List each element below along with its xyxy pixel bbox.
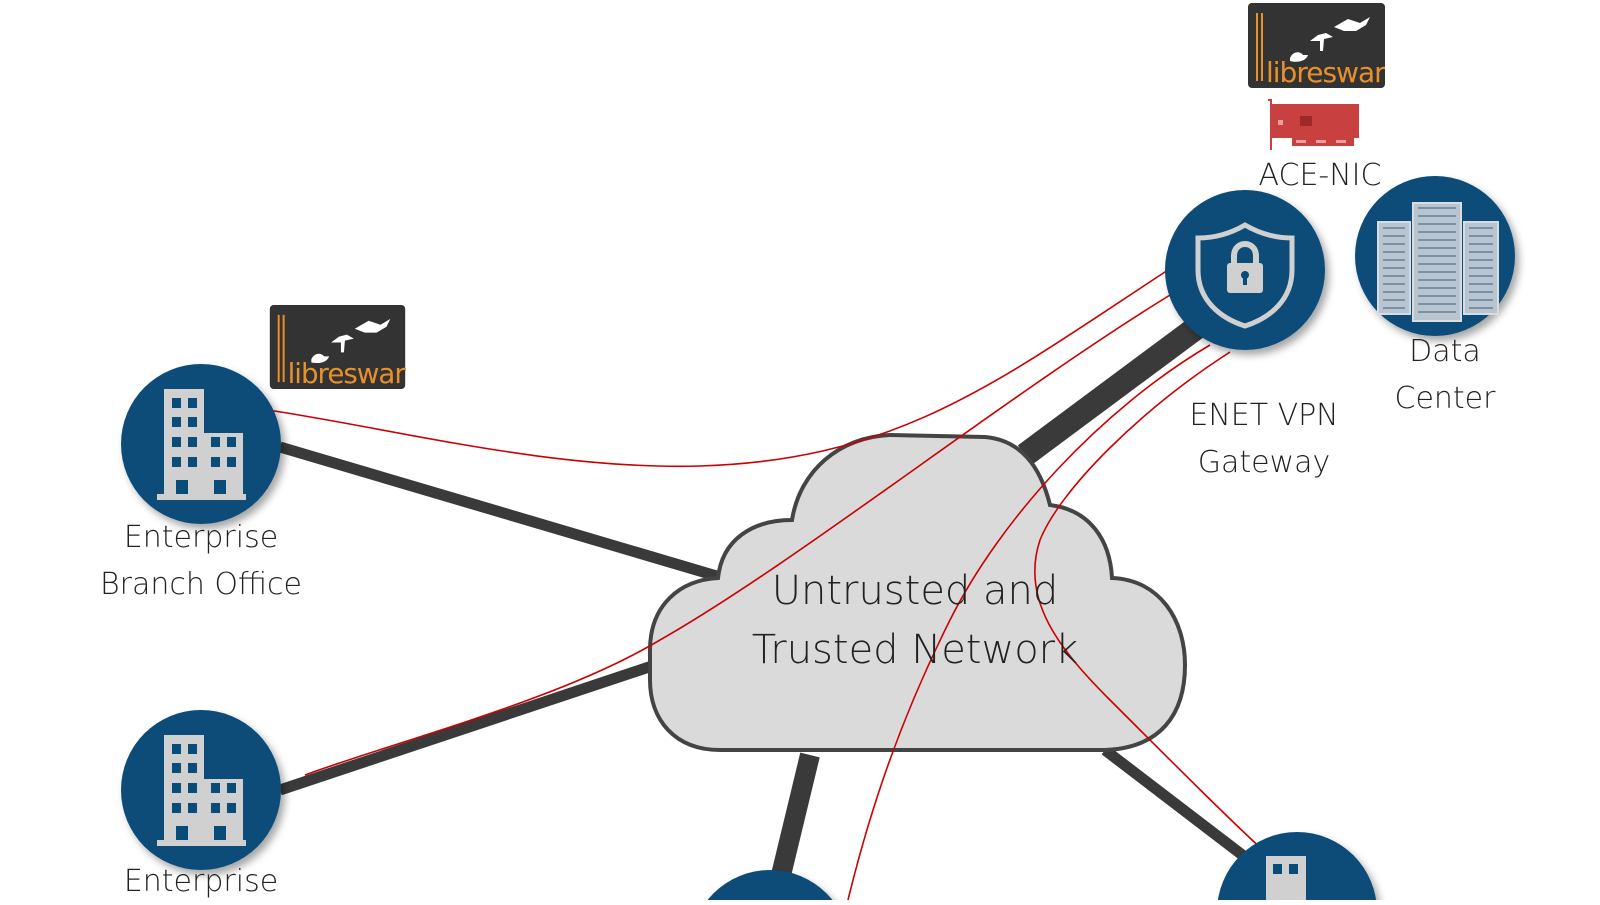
datacenter-label-line1: Data [1409, 334, 1481, 369]
link-gateway-cloud [1017, 315, 1208, 465]
node-circle [707, 870, 833, 900]
tunnel-gateway-branch2 [304, 294, 1171, 776]
enterprise-2-label-line1: Enterprise [123, 864, 279, 899]
libreswan-logo-icon: libreswan [1248, 3, 1392, 89]
physical-links [278, 315, 1279, 900]
svg-text:libreswan: libreswan [1266, 56, 1385, 88]
node-bottom-center[interactable] [690, 870, 850, 900]
link-branch2-cloud [278, 659, 657, 796]
node-data-center[interactable] [1355, 176, 1515, 336]
node-enterprise-branch-office[interactable] [121, 364, 281, 524]
building-icon [1266, 856, 1306, 900]
gateway-label-line2: Gateway [1197, 445, 1331, 480]
branch-office-label-line2: Branch Office [100, 567, 302, 602]
branch-office-label-line1: Enterprise [123, 520, 279, 555]
vpn-tunnels [267, 269, 1266, 900]
server-rack-icon [1377, 202, 1499, 322]
node-enterprise-2[interactable] [121, 710, 281, 870]
datacenter-label: Data Center [1365, 328, 1525, 422]
gateway-label: ENET VPN Gateway [1164, 392, 1364, 486]
node-enet-vpn-gateway[interactable] [1165, 190, 1325, 350]
tunnel-gateway-bottom-right [1034, 351, 1266, 853]
node-bottom-right[interactable] [1217, 832, 1377, 900]
cloud-label-line2: Trusted Network [751, 627, 1079, 673]
cloud-label-line1: Untrusted and [771, 568, 1059, 614]
datacenter-label-line2: Center [1394, 381, 1496, 416]
libreswan-logo-branch: libreswan [269, 305, 412, 390]
nic-card-icon [1268, 99, 1359, 150]
libreswan-logo-gateway: libreswan [1248, 3, 1392, 89]
link-branch1-cloud [278, 441, 722, 583]
building-icon [157, 735, 246, 846]
shield-lock-icon [1195, 222, 1295, 329]
libreswan-logo-icon: libreswan [269, 305, 412, 390]
svg-text:libreswan: libreswan [288, 357, 406, 389]
gateway-label-line1: ENET VPN [1189, 398, 1339, 433]
nic-label: ACE-NIC [1258, 158, 1382, 193]
branch-office-label: Enterprise Branch Office [71, 514, 331, 608]
network-cloud [648, 432, 1188, 752]
cloud-label: Untrusted and Trusted Network [715, 562, 1115, 680]
cloud-shape [648, 432, 1188, 752]
building-icon [157, 389, 246, 500]
enterprise-2-label: Enterprise [71, 858, 331, 905]
tunnel-gateway-bottom-center [847, 344, 1211, 900]
tunnel-gateway-branch1 [267, 269, 1169, 468]
